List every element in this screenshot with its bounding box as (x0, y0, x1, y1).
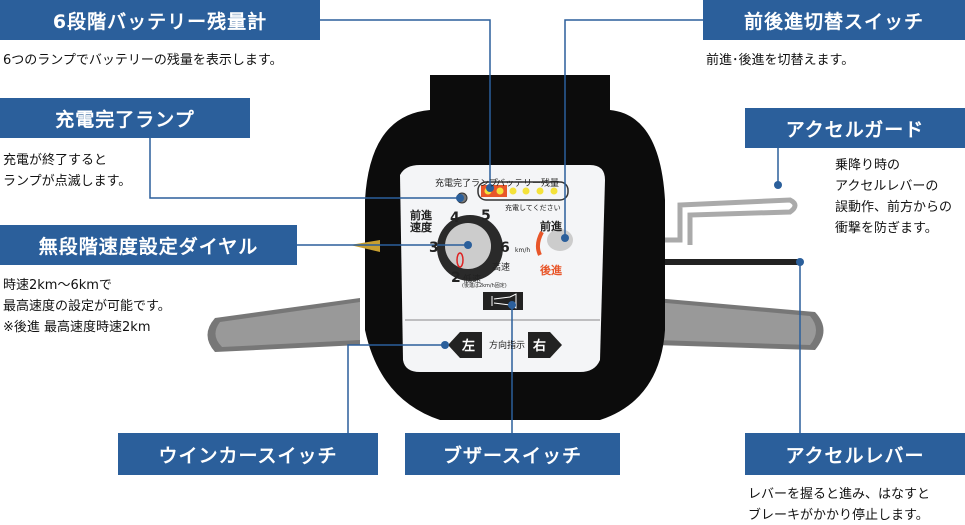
direction-switch-label: 前後進切替スイッチ (703, 0, 965, 40)
direction-switch-desc: 前進･後進を切替えます。 (706, 53, 855, 68)
left-grip (207, 298, 360, 352)
panel-charge-lamp-label: 充電完了ランプ (435, 179, 498, 189)
reverse-label: 後進 (540, 264, 562, 277)
battery-meter-desc: 6つのランプでバッテリーの残量を表示します。 (3, 53, 283, 68)
left-turn-button[interactable] (448, 332, 482, 358)
accel-lever-desc: レバーを握ると進み、はなすと ブレーキがかかり停止します。 (748, 487, 931, 523)
accel-guard-desc: 乗降り時の アクセルレバーの 誤動作、前方からの 衝撃を防ぎます。 (835, 158, 953, 236)
direction-label: 方向指示 (489, 341, 526, 351)
buzzer-button[interactable] (483, 292, 523, 310)
right-turn-button[interactable] (528, 332, 562, 358)
dial-number: 6 (500, 240, 510, 256)
speed-dial-label: 無段階速度設定ダイヤル (0, 225, 297, 265)
right-grip (655, 298, 824, 350)
low-speed-note: (後進は2km/h固定) (462, 283, 507, 289)
accel-guard (655, 197, 798, 245)
dial-number: 5 (481, 208, 491, 224)
panel-speed-label: 前進 速度 (410, 209, 432, 234)
left-turn-label: 左 (462, 339, 476, 354)
battery-meter-label: 6段階バッテリー残量計 (0, 0, 320, 40)
buzzer-switch-label: ブザースイッチ (405, 433, 620, 475)
dial-number: 2 (451, 270, 461, 286)
forward-label: 前進 (540, 220, 562, 233)
charge-lamp-desc: 充電が終了すると ランプが点滅します。 (3, 153, 132, 189)
high-speed-label: 高速 (492, 263, 511, 273)
charge-lamp-label: 充電完了ランプ (0, 98, 250, 138)
panel-battery-label: バッテリー残量 (496, 179, 560, 189)
winker-switch-label: ウインカースイッチ (118, 433, 378, 475)
dial-number: 4 (450, 210, 460, 226)
speed-dial-desc: 時速2km〜6kmで 最高速度の設定が可能です。 ※後進 最高速度時速2km (3, 278, 171, 335)
unit-label: km/h (515, 247, 531, 254)
right-turn-label: 右 (533, 339, 547, 354)
accel-lever-label: アクセルレバー (745, 433, 965, 475)
accel-guard-label: アクセルガード (745, 108, 965, 148)
panel-charge-prompt: 充電してください (505, 204, 561, 212)
leader-lines (149, 19, 801, 433)
low-speed-label: 低速 (463, 275, 482, 285)
dial-number: 3 (429, 240, 439, 256)
